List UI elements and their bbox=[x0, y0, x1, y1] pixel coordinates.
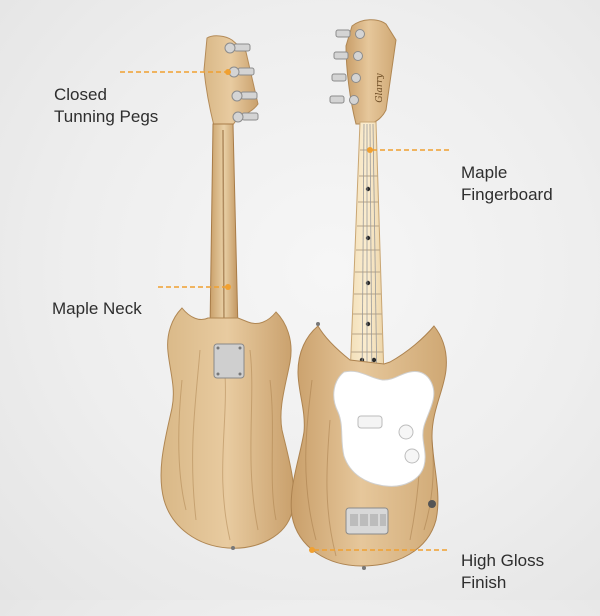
pickup bbox=[357, 415, 383, 429]
product-photo: Glarry bbox=[120, 19, 450, 570]
callout-tuning-pegs: Closed Tunning Pegs bbox=[54, 62, 158, 150]
callout-tuning-pegs-label: Closed Tunning Pegs bbox=[54, 85, 159, 126]
back-wood-grain bbox=[178, 349, 277, 541]
neck-plate bbox=[213, 343, 245, 379]
callout-neck: Maple Neck bbox=[52, 276, 142, 342]
callout-finish-label: High Gloss Finish bbox=[461, 551, 545, 592]
front-tuning-pegs bbox=[329, 29, 365, 105]
bridge bbox=[345, 507, 389, 535]
back-tuning-pegs bbox=[224, 42, 259, 123]
callout-fingerboard-label: Maple Fingerboard bbox=[461, 163, 553, 204]
callout-lines bbox=[120, 71, 450, 551]
callout-neck-label: Maple Neck bbox=[52, 299, 142, 318]
callout-fingerboard: Maple Fingerboard bbox=[461, 140, 553, 228]
callout-finish: High Gloss Finish bbox=[461, 528, 544, 616]
output-jack bbox=[428, 500, 436, 508]
front-headstock bbox=[345, 19, 397, 125]
headstock-logo: Glarry bbox=[375, 73, 385, 103]
callout-dots bbox=[225, 69, 373, 553]
guitar-back-view bbox=[160, 35, 295, 550]
guitar-front-view: Glarry bbox=[290, 19, 447, 570]
control-knobs bbox=[398, 424, 420, 464]
